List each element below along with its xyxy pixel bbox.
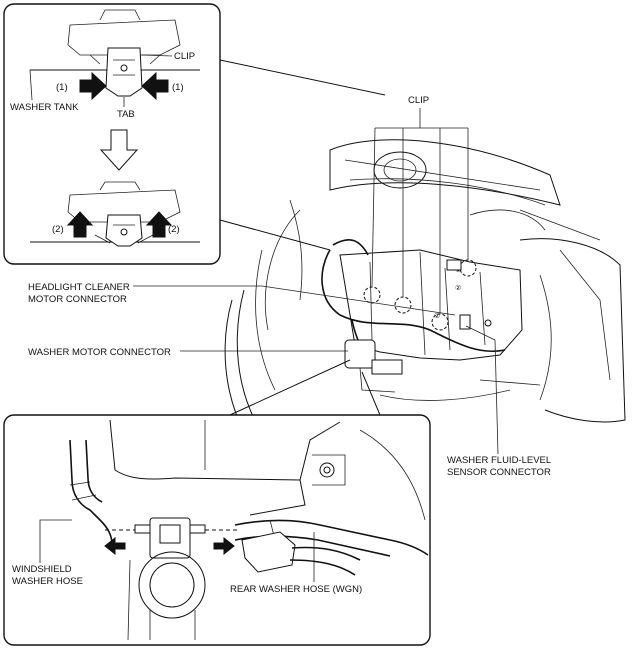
push-label-right: (1) — [172, 82, 184, 93]
pull-arrow-right-icon — [145, 211, 173, 238]
headlight-cleaner-label-line1: HEADLIGHT CLEANER — [28, 282, 130, 293]
clip-bracket — [371, 108, 469, 314]
svg-text:②: ② — [455, 284, 461, 292]
down-arrow-icon — [99, 129, 139, 171]
push-label-left: (1) — [56, 82, 68, 93]
svg-text:②: ② — [434, 312, 440, 320]
headlight-cleaner-label-line2: MOTOR CONNECTOR — [28, 294, 127, 305]
push-arrow-left-icon — [79, 71, 107, 101]
windshield-hose-label-line1: WINDSHIELD — [12, 564, 72, 575]
clip-before-drawing — [30, 9, 200, 97]
pull-arrow-left-icon — [66, 211, 94, 238]
fluid-level-label-line2: SENSOR CONNECTOR — [447, 467, 551, 478]
clip-label-main: CLIP — [408, 95, 429, 106]
rear-washer-hose-label: REAR WASHER HOSE (WGN) — [230, 584, 362, 595]
pull-label-left: (2) — [52, 224, 64, 235]
washer-tank-label: WASHER TANK — [10, 102, 79, 113]
hose-detail-inset — [3, 414, 431, 646]
tab-label: TAB — [117, 109, 135, 120]
clip-label-inset: CLIP — [174, 51, 195, 62]
disconnect-arrow-right-icon — [213, 536, 235, 556]
washer-motor-connector-label: WASHER MOTOR CONNECTOR — [28, 347, 171, 358]
hose-detail-drawing — [69, 419, 429, 641]
disconnect-arrow-left-icon — [104, 536, 126, 556]
clip-after-drawing — [30, 181, 200, 247]
windshield-hose-label-line2: WASHER HOSE — [12, 576, 83, 587]
pull-label-right: (2) — [168, 224, 180, 235]
push-arrow-right-icon — [141, 71, 169, 101]
fluid-level-label-line1: WASHER FLUID-LEVEL — [447, 455, 551, 466]
